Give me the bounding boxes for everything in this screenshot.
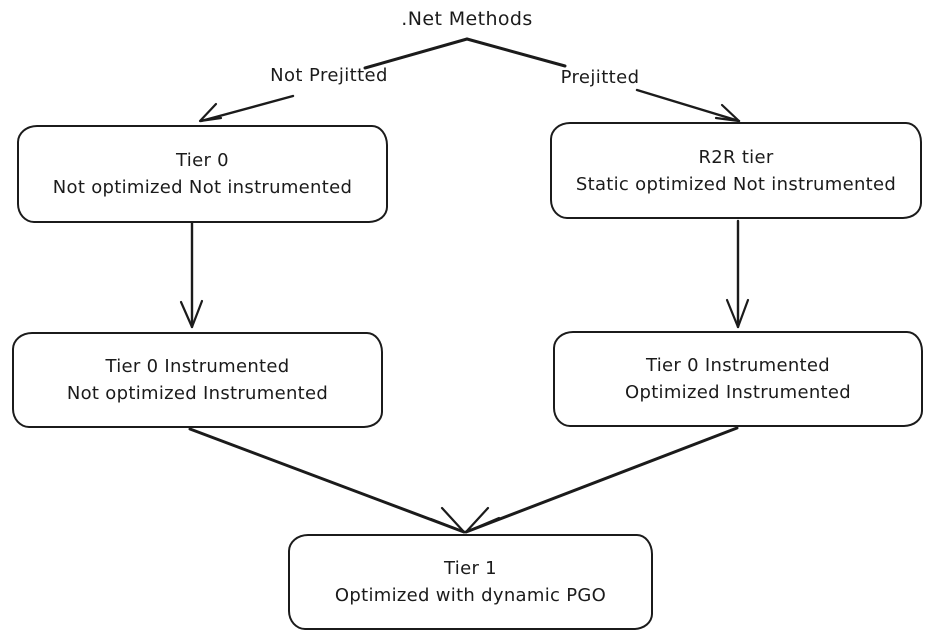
node-tier0-instrumented: Tier 0 Instrumented Not optimized Instru… xyxy=(12,332,383,428)
node-r2r-title: R2R tier xyxy=(698,146,774,168)
node-tier1-subtitle: Optimized with dynamic PGO xyxy=(334,585,607,606)
node-tier1: Tier 1 Optimized with dynamic PGO xyxy=(288,534,653,630)
arrowhead-tier0-instrumented xyxy=(179,299,204,329)
node-tier0-instrumented-optimized-title: Tier 0 Instrumented xyxy=(645,355,831,376)
node-tier0-instrumented-optimized-subtitle: Optimized Instrumented xyxy=(625,382,851,403)
branch-label-not-prejitted: Not Prejitted xyxy=(270,65,388,86)
arrowhead-tier1-right xyxy=(464,506,501,534)
node-tier0-title: Tier 0 xyxy=(176,150,229,171)
node-r2r-subtitle: Static optimized Not instrumented xyxy=(575,173,897,195)
edge-left-instrumented-to-tier1 xyxy=(188,427,466,534)
edge-right-instrumented-to-tier1 xyxy=(464,426,739,534)
node-tier0-subtitle: Not optimized Not instrumented xyxy=(52,177,353,198)
node-tier0-instrumented-subtitle: Not optimized Instrumented xyxy=(66,383,329,404)
node-tier0: Tier 0 Not optimized Not instrumented xyxy=(17,125,388,223)
diagram-title: .Net Methods xyxy=(401,8,533,30)
arrowhead-tier0 xyxy=(198,102,223,123)
node-tier0-instrumented-title: Tier 0 Instrumented xyxy=(105,356,290,377)
node-tier0-instrumented-optimized: Tier 0 Instrumented Optimized Instrument… xyxy=(553,331,923,427)
edge-root-to-r2r-segment2 xyxy=(635,88,741,123)
edge-root-to-tier0-segment2 xyxy=(199,94,295,123)
node-tier1-title: Tier 1 xyxy=(444,558,497,579)
arrowhead-r2r xyxy=(714,103,741,123)
arrowhead-r2r-instrumented xyxy=(725,298,750,329)
edge-root-to-tier0-segment1 xyxy=(363,37,469,70)
arrowhead-tier1-left xyxy=(429,506,466,534)
node-r2r-tier: R2R tier Static optimized Not instrument… xyxy=(550,122,922,219)
edge-root-to-r2r-segment1 xyxy=(465,37,567,68)
branch-label-prejitted: Prejitted xyxy=(560,67,640,88)
